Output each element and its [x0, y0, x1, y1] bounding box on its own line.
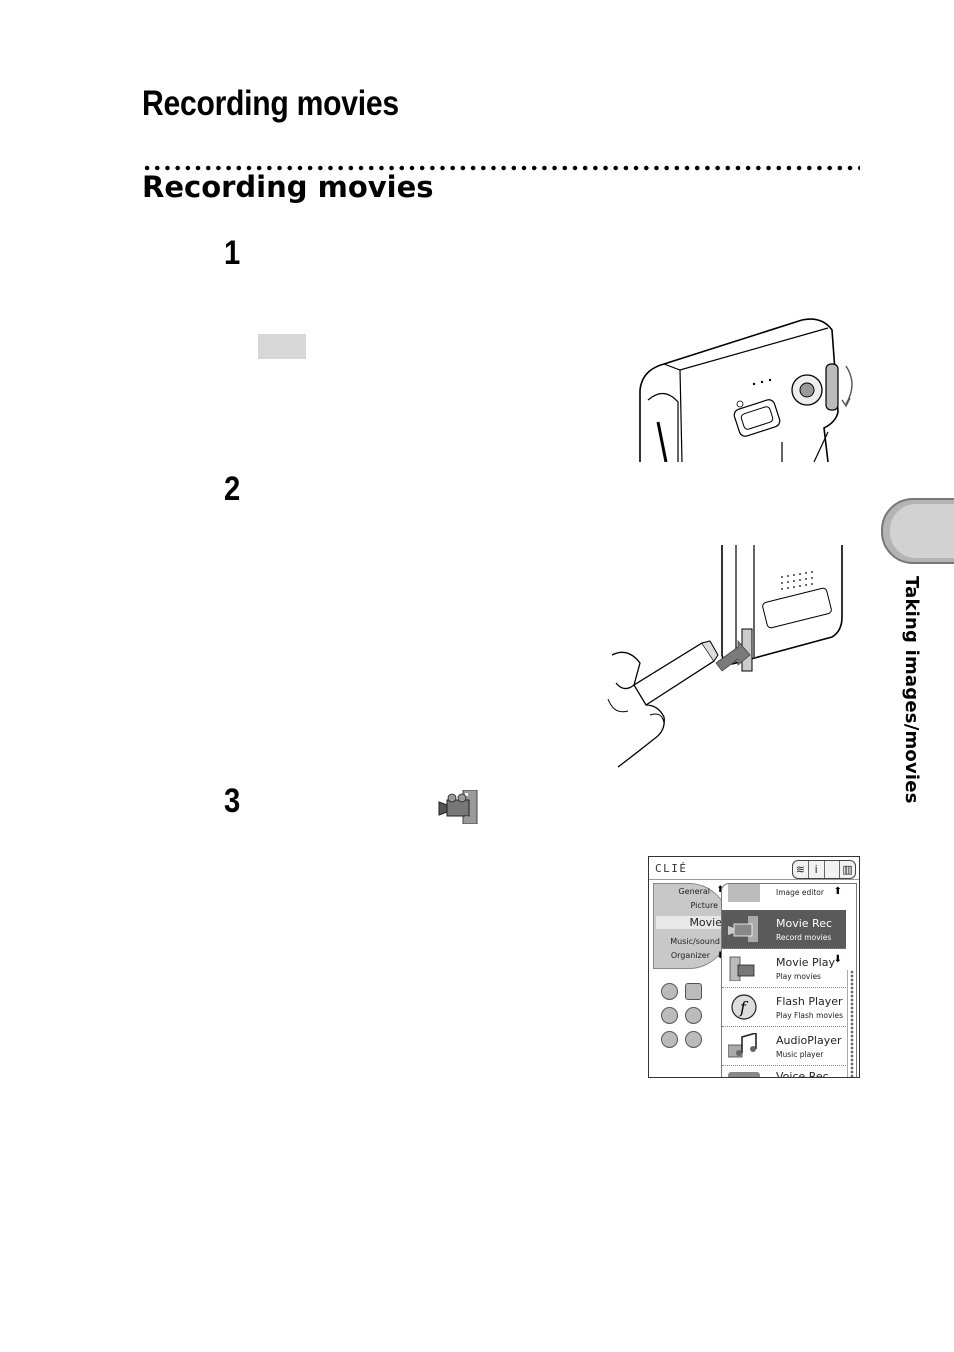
- small-app-icon[interactable]: [685, 1031, 702, 1048]
- list-down-arrow-icon[interactable]: ⬇: [833, 954, 842, 965]
- movie-play-icon: [729, 956, 755, 981]
- arrow-up-icon[interactable]: ⬆: [716, 884, 724, 895]
- step-number-2: 2: [224, 470, 241, 508]
- small-app-icon[interactable]: [661, 983, 678, 1000]
- arrow-down-icon[interactable]: ⬇: [716, 950, 724, 961]
- small-app-icon[interactable]: [685, 1007, 702, 1024]
- app-list: Image editor ⬆ Movie Rec Record movies M…: [721, 883, 857, 1077]
- category-picture[interactable]: Picture: [690, 901, 718, 910]
- page-title: Recording movies: [142, 84, 399, 123]
- small-app-icon[interactable]: [661, 1031, 678, 1048]
- audio-player-icon: [728, 1033, 757, 1058]
- blank-button[interactable]: [825, 861, 841, 878]
- app-row-voice-rec[interactable]: Voice Rec: [722, 1066, 846, 1077]
- small-app-icon[interactable]: [661, 1007, 678, 1024]
- category-panel: General ⬆ Picture Movie Music/sound Orga…: [653, 883, 729, 969]
- chapter-tab-inner: [890, 504, 954, 558]
- image-editor-icon: [728, 884, 760, 902]
- category-music-sound[interactable]: Music/sound: [670, 937, 720, 946]
- movie-rec-icon: [438, 790, 478, 824]
- beam-icon[interactable]: ≋: [793, 861, 809, 878]
- category-organizer[interactable]: Organizer: [670, 951, 710, 960]
- note-marker: [258, 334, 306, 359]
- chapter-tab-label: Taking images/movies: [901, 576, 922, 804]
- small-app-icon[interactable]: [685, 983, 702, 1000]
- category-movie[interactable]: Movie: [656, 916, 728, 929]
- step-number-1: 1: [224, 234, 241, 272]
- dotted-divider: [142, 164, 860, 172]
- movie-rec-icon: [728, 916, 758, 942]
- app-row-audio-player[interactable]: AudioPlayer Music player: [722, 1027, 846, 1066]
- flash-player-icon: f: [731, 994, 757, 1020]
- category-general[interactable]: General: [678, 887, 710, 896]
- svg-text:f: f: [739, 998, 749, 1017]
- section-title: Recording movies: [142, 170, 434, 204]
- info-icon[interactable]: i: [809, 861, 825, 878]
- list-up-arrow-icon[interactable]: ⬆: [833, 886, 842, 897]
- app-row-movie-play[interactable]: Movie Play Play movies ⬇: [722, 949, 846, 988]
- clie-launcher-screen: CLIÉ ≋ i ▥ General ⬆ Picture Movie Music…: [648, 856, 860, 1078]
- app-row-flash-player[interactable]: f Flash Player Play Flash movies: [722, 988, 846, 1027]
- app-row-movie-rec[interactable]: Movie Rec Record movies: [722, 910, 846, 949]
- step-number-3: 3: [224, 782, 241, 820]
- camera-illustration: [639, 318, 853, 462]
- launcher-top-buttons: ≋ i ▥: [792, 860, 856, 879]
- app-row-image-editor[interactable]: Image editor ⬆: [722, 884, 846, 911]
- trash-icon[interactable]: ▥: [842, 863, 853, 876]
- memory-stick-illustration: [607, 545, 843, 768]
- voice-rec-icon: [728, 1072, 760, 1077]
- clie-logo: CLIÉ: [655, 862, 688, 875]
- app-list-scrollbar[interactable]: [847, 970, 856, 1077]
